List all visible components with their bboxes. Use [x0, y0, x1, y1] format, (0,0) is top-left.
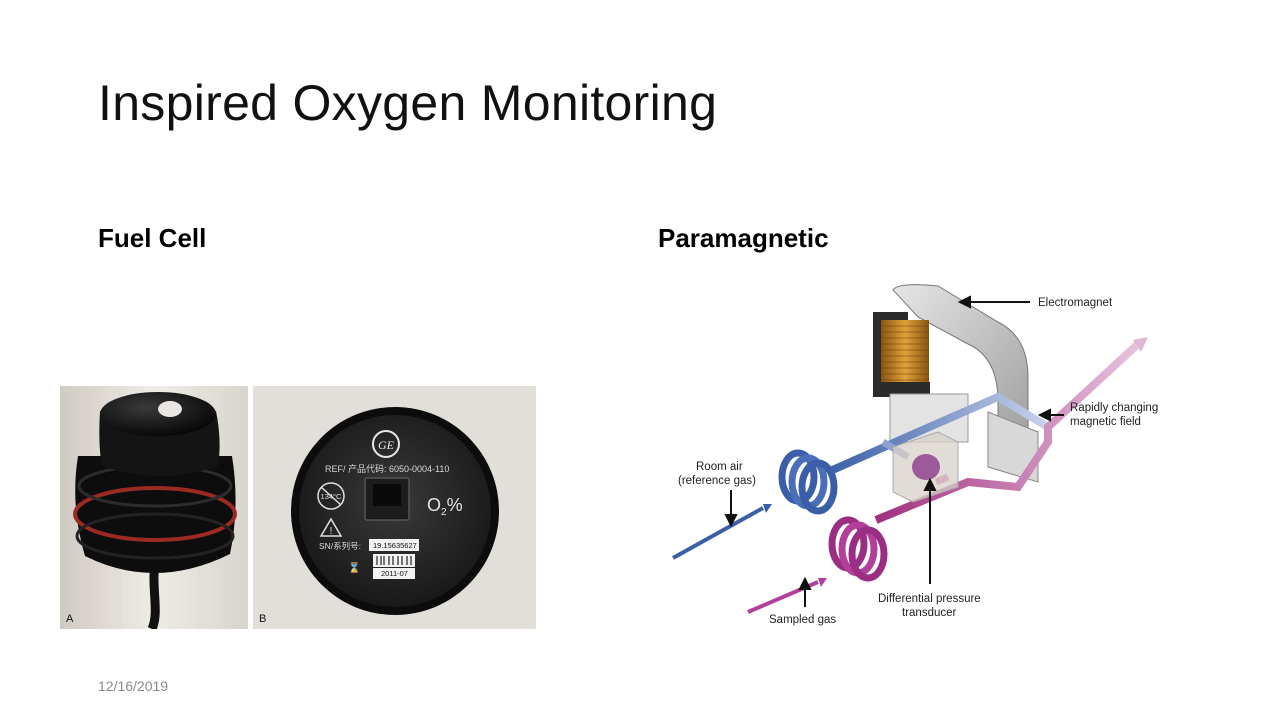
fuel-cell-photo-a: A	[60, 386, 248, 629]
electromagnet-icon	[873, 284, 1039, 483]
barcode-icon	[373, 554, 415, 567]
label-sampled-gas: Sampled gas	[769, 614, 836, 626]
svg-text:O2%: O2%	[427, 495, 463, 518]
sensor-unit-text: %	[447, 495, 463, 515]
transducer-icon	[892, 431, 959, 503]
hourglass-icon: ⌛	[348, 561, 360, 574]
paramagnetic-diagram: Electromagnet Rapidly changing magnetic …	[672, 284, 1158, 626]
sensor-sn-value: 19.15635627	[373, 541, 417, 550]
fuel-cell-side-illustration: A	[60, 386, 248, 629]
label-field-line1: Rapidly changing	[1070, 402, 1158, 414]
label-transducer-line1: Differential pressure	[878, 593, 981, 605]
sensor-ref-text: REF/ 产品代码: 6050-0004-110	[325, 463, 449, 474]
sensor-temp-text: 134°C	[321, 492, 343, 501]
sensor-date-text: 2011-07	[381, 569, 408, 578]
reference-gas-path	[672, 392, 1051, 560]
fuel-cell-heading: Fuel Cell	[98, 223, 207, 253]
fuel-cell-photo-b: GE REF/ 产品代码: 6050-0004-110 134°C O2% ! …	[253, 386, 536, 629]
svg-text:!: !	[330, 526, 333, 537]
label-electromagnet: Electromagnet	[1038, 297, 1113, 309]
panel-a-label: A	[66, 613, 74, 625]
sensor-gas-text: O	[427, 495, 441, 515]
warning-icon	[319, 517, 343, 537]
panel-b-label: B	[259, 613, 266, 625]
label-field-line2: magnetic field	[1070, 416, 1141, 428]
slide-date: 12/16/2019	[98, 678, 169, 694]
slide-title: Inspired Oxygen Monitoring	[98, 75, 718, 131]
label-transducer-line2: transducer	[902, 607, 957, 619]
sensor-gas-subscript: 2	[441, 507, 447, 518]
fuel-cell-top-illustration: GE REF/ 产品代码: 6050-0004-110 134°C O2% ! …	[253, 386, 536, 629]
label-room-air-line1: Room air	[696, 461, 743, 473]
sensor-sn-label: SN/系列号:	[319, 541, 361, 551]
ge-logo-text: GE	[378, 438, 395, 452]
paramagnetic-heading: Paramagnetic	[658, 223, 829, 253]
label-room-air-line2: (reference gas)	[678, 475, 756, 487]
